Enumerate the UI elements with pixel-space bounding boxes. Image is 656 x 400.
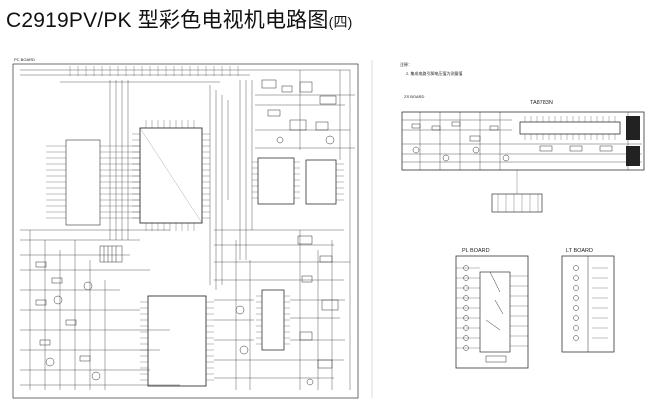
title-main: C2919PV/PK 型彩色电视机电路图	[6, 9, 329, 32]
lt-board-label: LT BOARD	[566, 248, 593, 254]
main-board: PC BOARD	[12, 57, 359, 399]
lt-board: LT BOARD	[561, 248, 615, 353]
zs-board-label: ZS BOARD	[404, 94, 425, 99]
zs-chip-label: TA8783N	[530, 100, 553, 106]
main-board-label: PC BOARD	[14, 57, 35, 62]
notes-line-2: 2. 集成电路引脚电压值为测量值	[406, 70, 462, 76]
diagram-title: C2919PV/PK 型彩色电视机电路图(四)	[6, 4, 353, 34]
pl-board-label: PL BOARD	[462, 248, 490, 254]
title-sub: (四)	[328, 14, 353, 30]
notes: 注释： 2. 集成电路引脚电压值为测量值	[400, 61, 462, 76]
zs-board: ZS BOARD TA8783N	[401, 94, 645, 213]
pl-board: PL BOARD	[455, 248, 529, 369]
notes-heading: 注释：	[400, 61, 412, 67]
